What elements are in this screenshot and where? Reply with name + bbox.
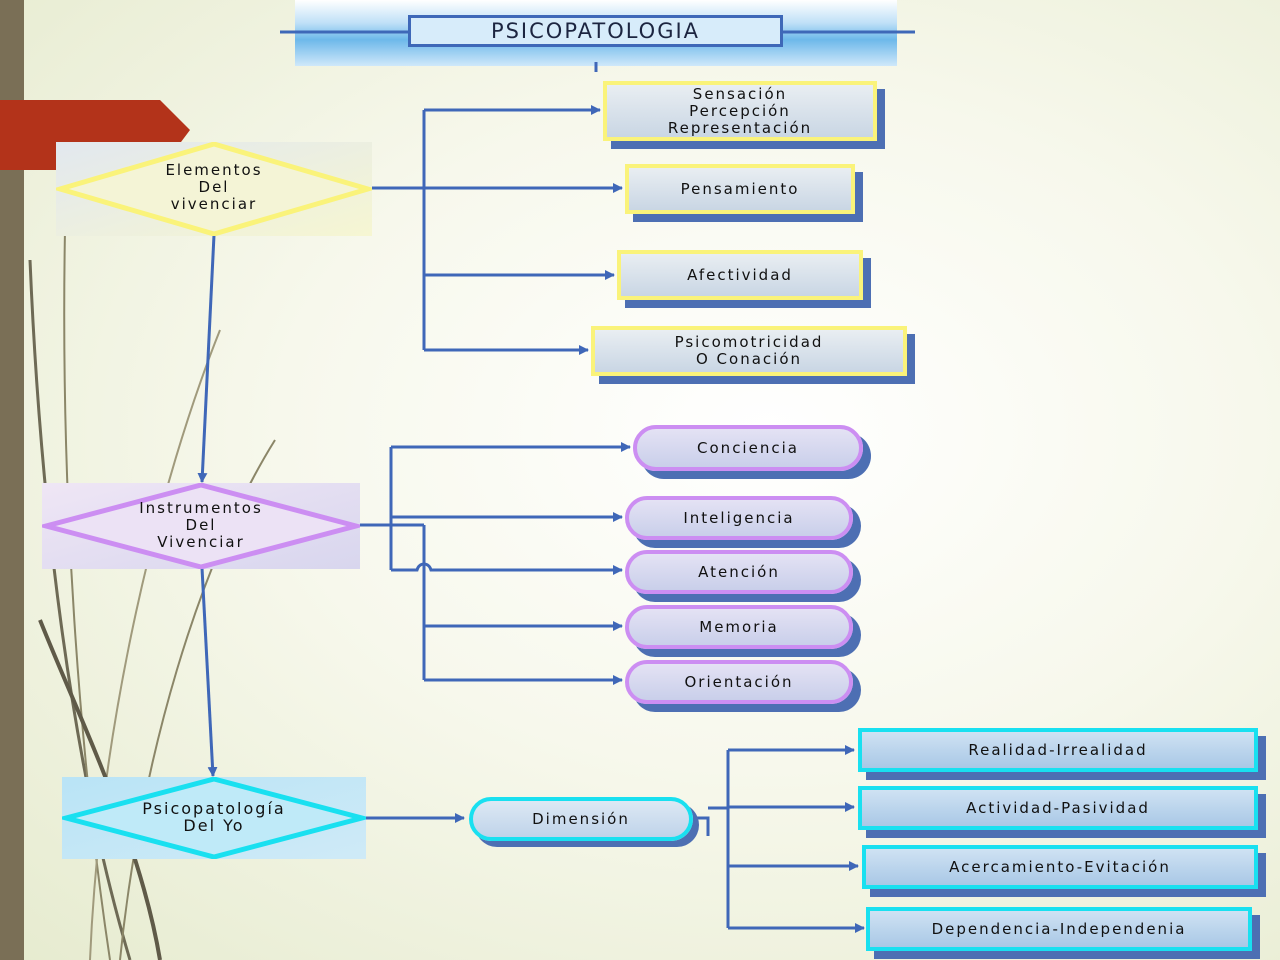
node-label: Actividad-Pasividad bbox=[966, 798, 1150, 817]
node-label: Psicomotricidad O Conación bbox=[674, 333, 824, 368]
node-label: Pensamiento bbox=[680, 179, 800, 198]
node-realidad-irrealidad: Realidad-Irrealidad bbox=[858, 728, 1258, 772]
node-label: Memoria bbox=[699, 617, 779, 636]
node-label: Realidad-Irrealidad bbox=[968, 740, 1148, 759]
node-label: Inteligencia bbox=[683, 508, 795, 527]
node-label: Dependencia-Independenia bbox=[931, 919, 1187, 938]
node-label: Instrumentos Del Vivenciar bbox=[139, 498, 263, 551]
node-afectividad: Afectividad bbox=[617, 250, 863, 300]
node-psicomotricidad: Psicomotricidad O Conación bbox=[591, 326, 907, 376]
node-orientacion: Orientación bbox=[625, 660, 853, 704]
diagram-title: PSICOPATOLOGIA bbox=[408, 15, 783, 47]
node-label: Psicopatología Del Yo bbox=[142, 799, 286, 835]
node-inteligencia: Inteligencia bbox=[625, 496, 853, 540]
node-atencion: Atención bbox=[625, 550, 853, 594]
node-label: Sensación Percepción Representación bbox=[667, 84, 813, 137]
node-instrumentos-del-vivenciar: Instrumentos Del Vivenciar bbox=[42, 483, 360, 569]
node-dependencia-independenia: Dependencia-Independenia bbox=[866, 907, 1252, 951]
node-acercamiento-evitacion: Acercamiento-Evitación bbox=[862, 845, 1258, 889]
node-label: Elementos Del vivenciar bbox=[165, 160, 263, 213]
node-label: Atención bbox=[698, 562, 780, 581]
node-sensacion-percepcion: Sensación Percepción Representación bbox=[603, 81, 877, 141]
node-dimension: Dimensión bbox=[469, 797, 693, 841]
node-pensamiento: Pensamiento bbox=[625, 164, 855, 214]
node-label: Orientación bbox=[684, 672, 794, 691]
node-label: Conciencia bbox=[697, 438, 799, 457]
node-label: Dimensión bbox=[532, 809, 630, 828]
node-elementos-del-vivenciar: Elementos Del vivenciar bbox=[56, 142, 372, 236]
node-label: Afectividad bbox=[687, 265, 793, 284]
node-actividad-pasividad: Actividad-Pasividad bbox=[858, 786, 1258, 830]
node-conciencia: Conciencia bbox=[633, 425, 863, 471]
node-memoria: Memoria bbox=[625, 605, 853, 649]
node-psicopatologia-del-yo: Psicopatología Del Yo bbox=[62, 777, 366, 859]
node-label: Acercamiento-Evitación bbox=[949, 857, 1171, 876]
